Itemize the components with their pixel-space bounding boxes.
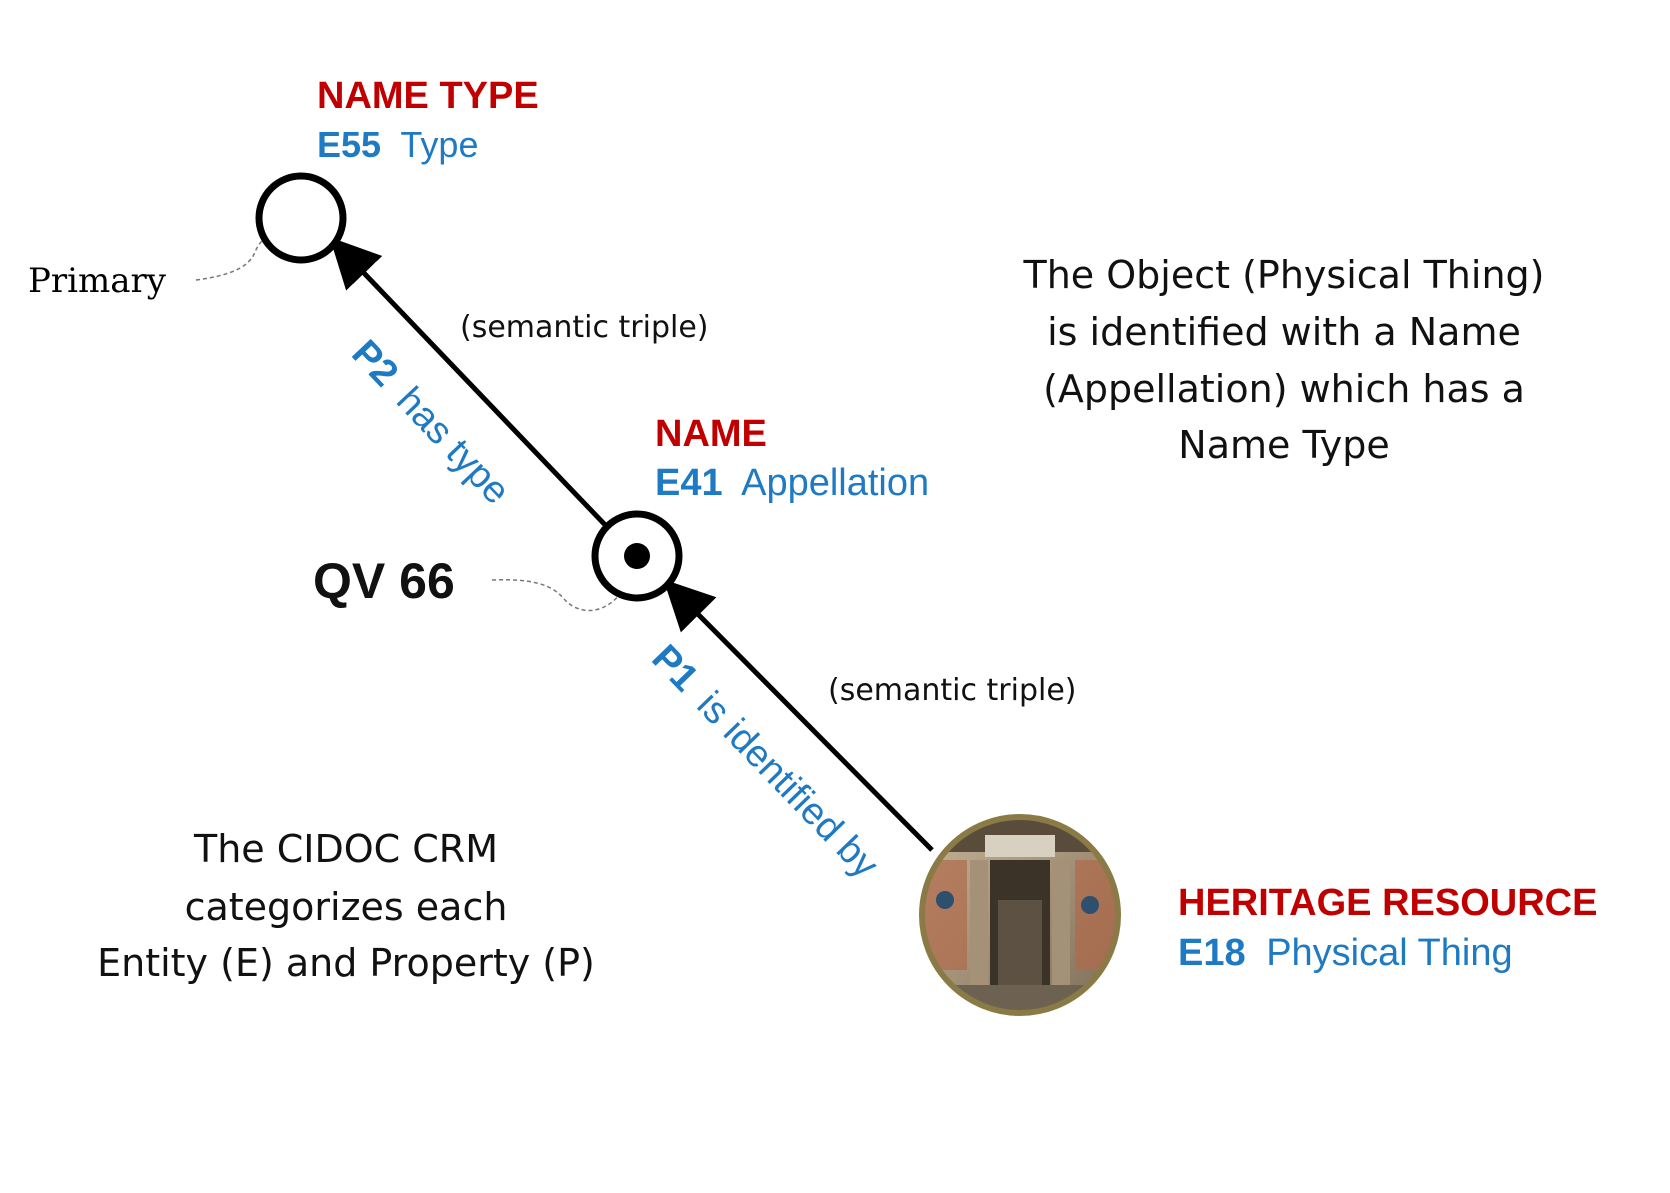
name-type-value: Primary xyxy=(28,261,167,301)
object-note: The Object (Physical Thing) is identifie… xyxy=(1023,253,1545,467)
p2-triple-note: (semantic triple) xyxy=(460,310,709,345)
object-note-line: Name Type xyxy=(1178,423,1389,467)
p2-edge-arrow xyxy=(329,237,612,532)
name-node-dot xyxy=(624,543,650,569)
name-type-class-name: Type xyxy=(400,124,478,165)
crm-note-line: Entity (E) and Property (P) xyxy=(97,941,595,985)
crm-note-line: The CIDOC CRM xyxy=(193,827,498,871)
p1-triple-note: (semantic triple) xyxy=(828,673,1077,708)
heritage-resource-class: E18 Physical Thing xyxy=(1178,932,1513,974)
name-class-name: Appellation xyxy=(741,462,929,504)
object-note-line: (Appellation) which has a xyxy=(1043,367,1525,411)
name-class-code: E41 xyxy=(655,462,723,504)
name-type-class: E55 Type xyxy=(317,124,478,165)
name-class: E41 Appellation xyxy=(655,462,929,504)
p1-label: is identified by xyxy=(689,684,886,886)
name-type-node-circle xyxy=(255,172,347,264)
name-heading: NAME xyxy=(655,413,767,455)
p2-code: P2 xyxy=(343,332,405,395)
heritage-resource-class-name: Physical Thing xyxy=(1266,932,1512,974)
tomb-doorway-photo-icon xyxy=(919,814,1121,1016)
p1-edge-arrow xyxy=(663,579,934,852)
name-type-class-code: E55 xyxy=(317,124,381,165)
name-value: QV 66 xyxy=(313,553,455,609)
p1-code: P1 xyxy=(644,637,707,700)
name-type-heading: NAME TYPE xyxy=(317,75,539,117)
qv66-connector xyxy=(491,574,633,612)
heritage-resource-heading: HERITAGE RESOURCE xyxy=(1178,882,1597,924)
object-note-line: is identified with a Name xyxy=(1047,310,1521,354)
crm-note-line: categorizes each xyxy=(185,885,508,929)
p2-edge-label: P2 has type xyxy=(343,332,517,512)
crm-note: The CIDOC CRM categorizes each Entity (E… xyxy=(97,827,595,985)
object-note-line: The Object (Physical Thing) xyxy=(1023,253,1545,297)
p2-label: has type xyxy=(388,379,517,512)
heritage-resource-class-code: E18 xyxy=(1178,932,1246,974)
